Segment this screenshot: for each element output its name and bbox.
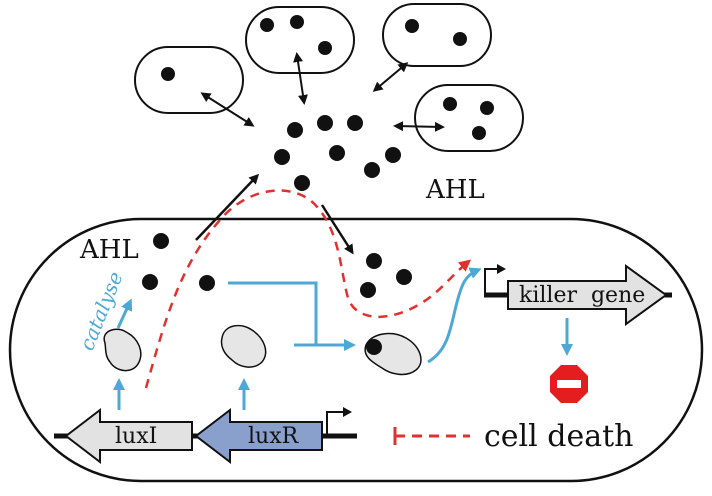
ahl-internal xyxy=(142,233,412,298)
double-arrow-icon xyxy=(200,52,445,132)
legend-cell-death: cell death xyxy=(393,419,634,454)
ahl-outside-label: AHL xyxy=(425,175,485,205)
neighbor-cell xyxy=(245,6,355,74)
catalyse-arrow xyxy=(116,298,133,329)
luxI-gene xyxy=(64,407,193,465)
ahl-export-arrow xyxy=(195,173,260,241)
ahl-bound xyxy=(366,339,382,355)
killer-gene: killer gene xyxy=(484,264,672,326)
ahl-pool xyxy=(274,115,401,191)
luxR-label: luxR xyxy=(248,424,300,449)
promoter-arrow-icon xyxy=(484,268,503,295)
cell-death-label: cell death xyxy=(484,419,634,454)
ahl-import-arrow xyxy=(320,204,354,255)
operon: luxI luxR xyxy=(54,407,357,465)
stop-sign-icon xyxy=(550,365,588,403)
ahl-inside-label: AHL xyxy=(79,235,139,265)
neighbor-cell xyxy=(382,3,492,67)
luxR-gene xyxy=(194,407,323,465)
neighbor-cell xyxy=(414,84,524,152)
luxR-protein xyxy=(220,324,267,368)
promoter-arrow-icon xyxy=(326,411,343,436)
main-cell xyxy=(8,217,704,483)
killer-gene-label: killer gene xyxy=(519,283,645,308)
luxI-protein xyxy=(103,328,142,372)
luxI-label: luxI xyxy=(115,424,157,449)
activation-curve xyxy=(427,267,482,364)
cell-death-pathway xyxy=(144,189,472,389)
neighbor-cell xyxy=(134,46,244,114)
neighbor-cells xyxy=(134,3,524,152)
